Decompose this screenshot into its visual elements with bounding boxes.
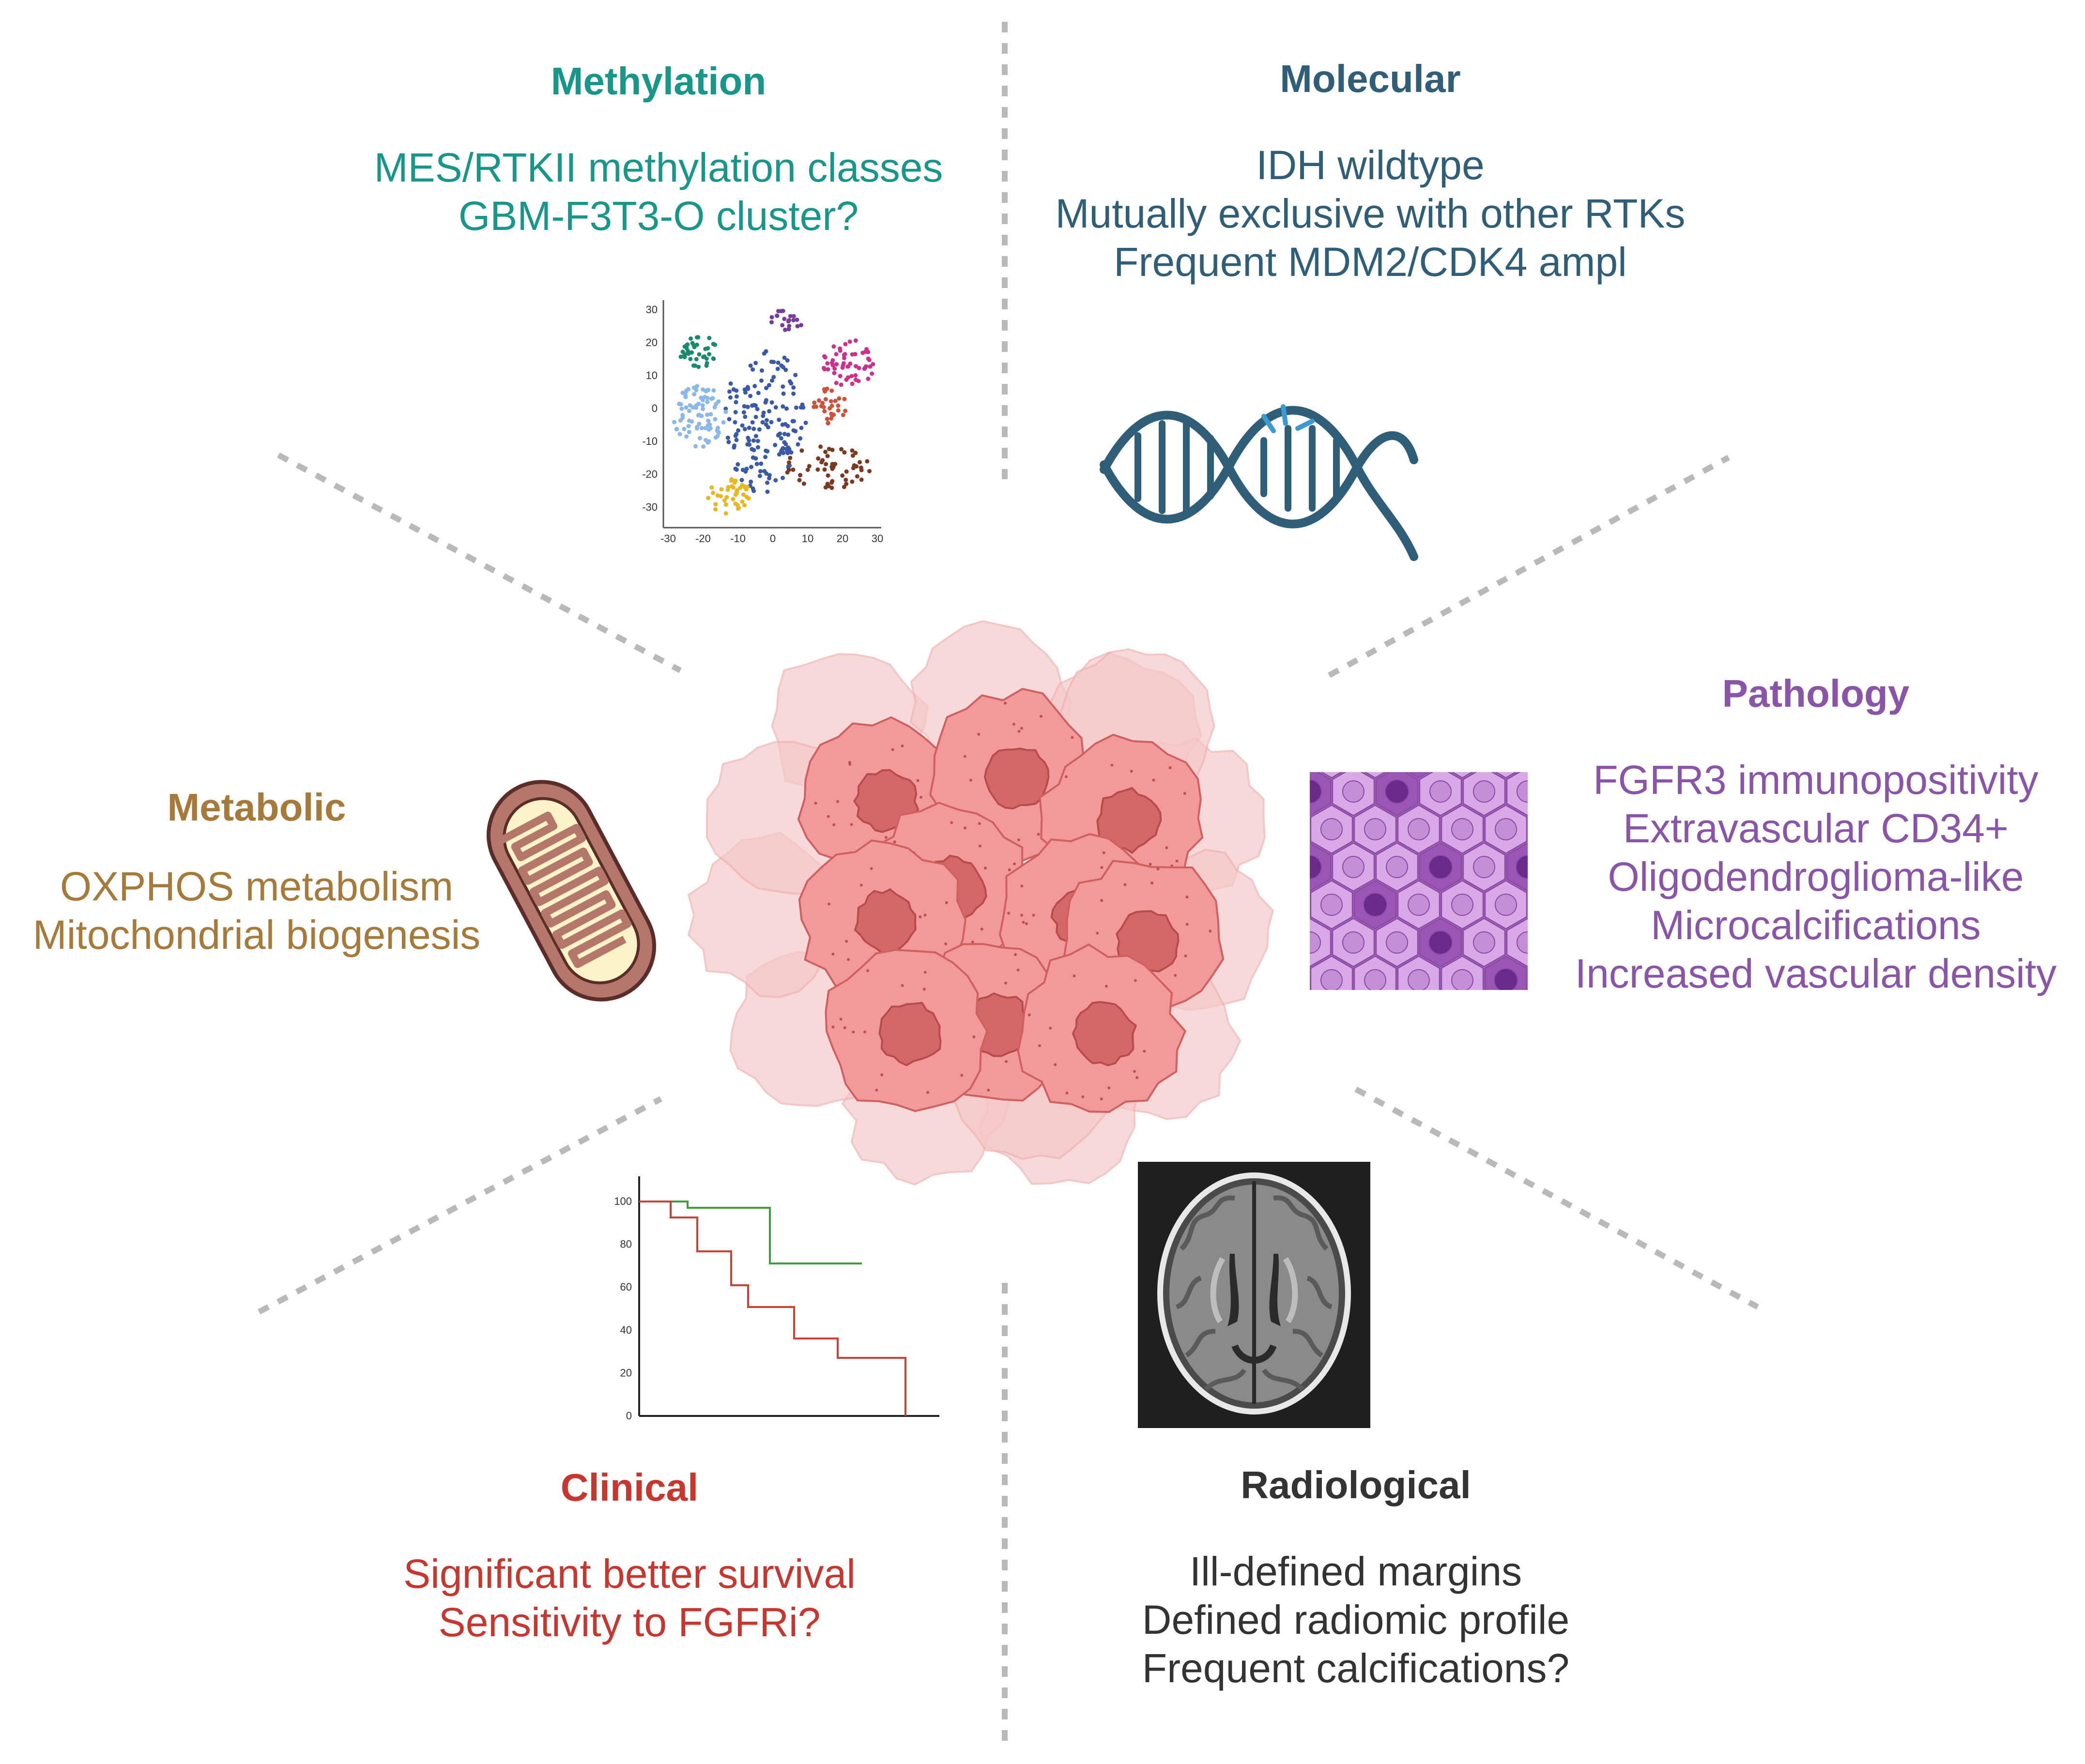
molecular-section: Molecular IDH wildtype Mutually exclusiv… — [1041, 56, 1700, 286]
tsne-x-tick-label: 20 — [837, 532, 848, 545]
methylation-section: Methylation MES/RTKII methylation classe… — [329, 58, 988, 240]
tissue-cells-icon — [1310, 772, 1528, 990]
radiological-title: Radiological — [1241, 1463, 1471, 1506]
km-y-tick-label: 60 — [620, 1281, 632, 1293]
metabolic-section: Metabolic OXPHOS metabolism Mitochondria… — [10, 784, 504, 959]
tsne-y-tick-label: 10 — [646, 369, 658, 381]
radiological-section: Radiological Ill-defined margins Defined… — [1065, 1462, 1646, 1692]
tsne-y-tick-label: -10 — [642, 435, 658, 447]
molecular-line-1: IDH wildtype — [1256, 142, 1485, 188]
brain-mri-icon — [1138, 1162, 1370, 1428]
pathology-section: Pathology FGFR3 immunopositivity Extrava… — [1549, 670, 2082, 998]
tsne-scatter-icon: 30 20 10 0 -10 -20 -30 -30 -20 -10 0 10 20 30 — [642, 300, 883, 545]
pathology-line-2: Extravascular CD34+ — [1623, 806, 2008, 851]
tsne-y-tick-label: 0 — [652, 402, 658, 414]
metabolic-title: Metabolic — [167, 786, 346, 829]
methylation-line-2: GBM-F3T3-O cluster? — [458, 193, 859, 239]
tsne-y-tick-label: -20 — [642, 468, 658, 480]
km-red-curve — [639, 1201, 906, 1416]
km-y-tick-label: 40 — [620, 1324, 632, 1336]
tsne-x-tick-label: -10 — [730, 532, 746, 545]
divider-lower-right — [1354, 1086, 1759, 1310]
tsne-x-tick-label: 0 — [770, 532, 776, 545]
km-y-tick-label: 80 — [620, 1238, 632, 1250]
clinical-title: Clinical — [560, 1466, 699, 1509]
pathology-title: Pathology — [1722, 672, 1910, 715]
tsne-x-tick-label: -20 — [695, 532, 711, 545]
divider-upper-left — [277, 452, 682, 673]
radiological-line-2: Defined radiomic profile — [1142, 1597, 1570, 1642]
km-y-tick-label: 100 — [614, 1195, 632, 1207]
clinical-section: Clinical Significant better survival Sen… — [339, 1464, 920, 1646]
molecular-line-3: Frequent MDM2/CDK4 ampl — [1114, 239, 1627, 285]
tsne-x-tick-label: -30 — [660, 532, 676, 545]
clinical-line-2: Sensitivity to FGFRi? — [438, 1599, 821, 1645]
tsne-x-tick-label: 30 — [872, 532, 883, 545]
clinical-line-1: Significant better survival — [403, 1551, 856, 1597]
survival-curve-icon: 100 80 60 40 20 0 — [614, 1176, 939, 1422]
metabolic-line-2: Mitochondrial biogenesis — [32, 912, 481, 958]
pathology-line-3: Oligodendroglioma-like — [1608, 854, 2024, 899]
dna-helix-icon — [1100, 404, 1418, 561]
pathology-line-1: FGFR3 immunopositivity — [1593, 757, 2039, 803]
mitochondrion-icon — [486, 780, 657, 1002]
metabolic-line-1: OXPHOS metabolism — [60, 864, 454, 909]
tsne-x-tick-label: 10 — [802, 532, 813, 545]
tsne-y-tick-label: -30 — [642, 501, 658, 513]
radiological-line-1: Ill-defined margins — [1189, 1549, 1522, 1594]
km-y-tick-label: 20 — [620, 1367, 632, 1379]
km-y-tick-label: 0 — [626, 1410, 632, 1422]
radiological-line-3: Frequent calcifications? — [1142, 1645, 1570, 1691]
molecular-title: Molecular — [1280, 57, 1461, 100]
tumor-cell-cluster-icon — [688, 620, 1274, 1186]
molecular-line-2: Mutually exclusive with other RTKs — [1055, 191, 1686, 236]
methylation-line-1: MES/RTKII methylation classes — [374, 145, 943, 190]
pathology-line-5: Increased vascular density — [1575, 951, 2057, 996]
tsne-y-tick-label: 20 — [646, 336, 658, 349]
tsne-y-tick-label: 30 — [646, 304, 658, 316]
methylation-title: Methylation — [551, 60, 767, 103]
pathology-line-4: Microcalcifications — [1651, 902, 1981, 948]
km-green-curve — [639, 1201, 862, 1264]
